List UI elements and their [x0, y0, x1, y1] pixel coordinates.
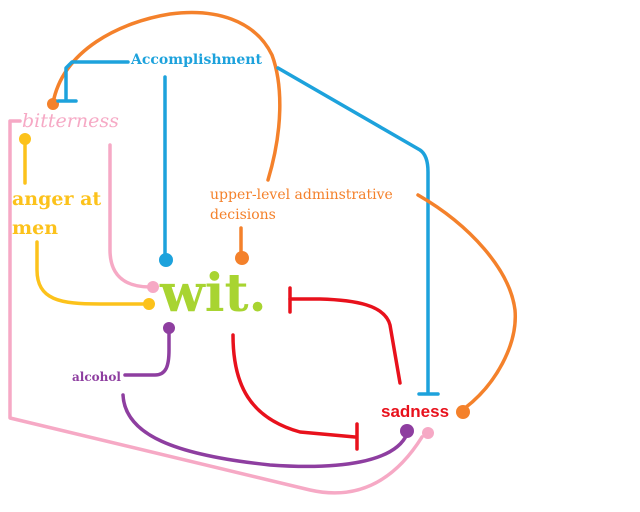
link-end-dot: [235, 251, 249, 265]
link-end-dot: [422, 427, 434, 439]
link-upper-level-sadness: [416, 193, 517, 410]
link-alcohol-wit: [123, 330, 171, 377]
link-end-dot: [159, 253, 173, 267]
link-accomplishment-sadness: [276, 66, 430, 395]
link-end-dot: [400, 424, 414, 438]
node-accomplishment: Accomplishment: [131, 52, 262, 68]
link-end-dot: [143, 298, 155, 310]
link-anger-wit: [35, 240, 148, 306]
link-sadness-wit: [288, 297, 402, 385]
link-alcohol-sadness: [121, 393, 409, 469]
node-alcohol: alcohol: [72, 370, 121, 384]
link-wit-sadness: [231, 333, 357, 439]
node-upper-level-decisions: upper-level adminstrative decisions: [210, 187, 393, 223]
link-accomplishment-bitterness: [64, 60, 130, 102]
link-end-dot: [456, 405, 470, 419]
link-bitterness-wit: [108, 143, 152, 289]
node-bitterness: bitterness: [22, 110, 119, 132]
link-end-dot: [163, 322, 175, 334]
link-end-dot: [147, 281, 159, 293]
link-end-dot: [19, 133, 31, 145]
link-end-dot: [47, 98, 59, 110]
node-wit: wit.: [160, 263, 267, 324]
link-bitterness-sadness: [8, 119, 424, 495]
node-anger-at-men: anger at men: [12, 188, 102, 239]
link-bitterness-upper-level: [51, 10, 282, 182]
node-sadness: sadness: [381, 402, 450, 421]
